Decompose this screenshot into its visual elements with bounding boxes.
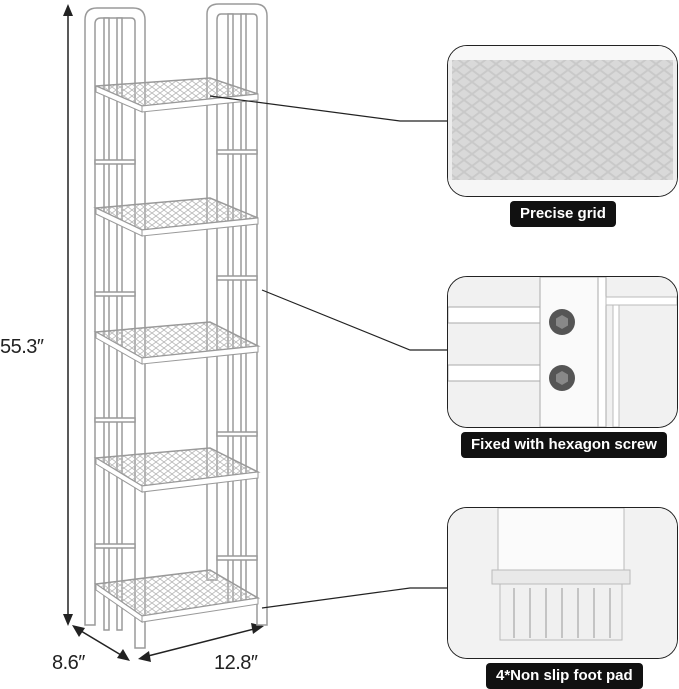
height-label: 55.3″: [0, 336, 44, 358]
depth-dimension-line: [72, 625, 130, 661]
shelf-tier-4: [93, 447, 261, 493]
shelf-frame: [84, 3, 268, 649]
leader-line-grid: [209, 95, 447, 122]
shelf-tier-5: [93, 569, 261, 623]
foot-closeup-panel: [447, 507, 678, 659]
foot-badge: 4*Non slip foot pad: [486, 663, 643, 689]
leader-line-foot: [261, 587, 447, 609]
height-dimension-line: [63, 4, 73, 626]
screw-closeup-panel: [447, 276, 678, 428]
grid-closeup-image: [448, 46, 677, 196]
screw-badge: Fixed with hexagon screw: [461, 432, 667, 458]
width-label: 12.8″: [214, 652, 258, 674]
grid-closeup-panel: [447, 45, 678, 197]
shelf-tier-3: [93, 321, 261, 365]
depth-label: 8.6″: [52, 652, 85, 674]
foot-closeup-image: [448, 508, 677, 658]
grid-badge: Precise grid: [510, 201, 616, 227]
leader-line-screw: [261, 289, 447, 351]
shelf-tier-2: [93, 197, 259, 237]
screw-closeup-image: [448, 277, 677, 427]
